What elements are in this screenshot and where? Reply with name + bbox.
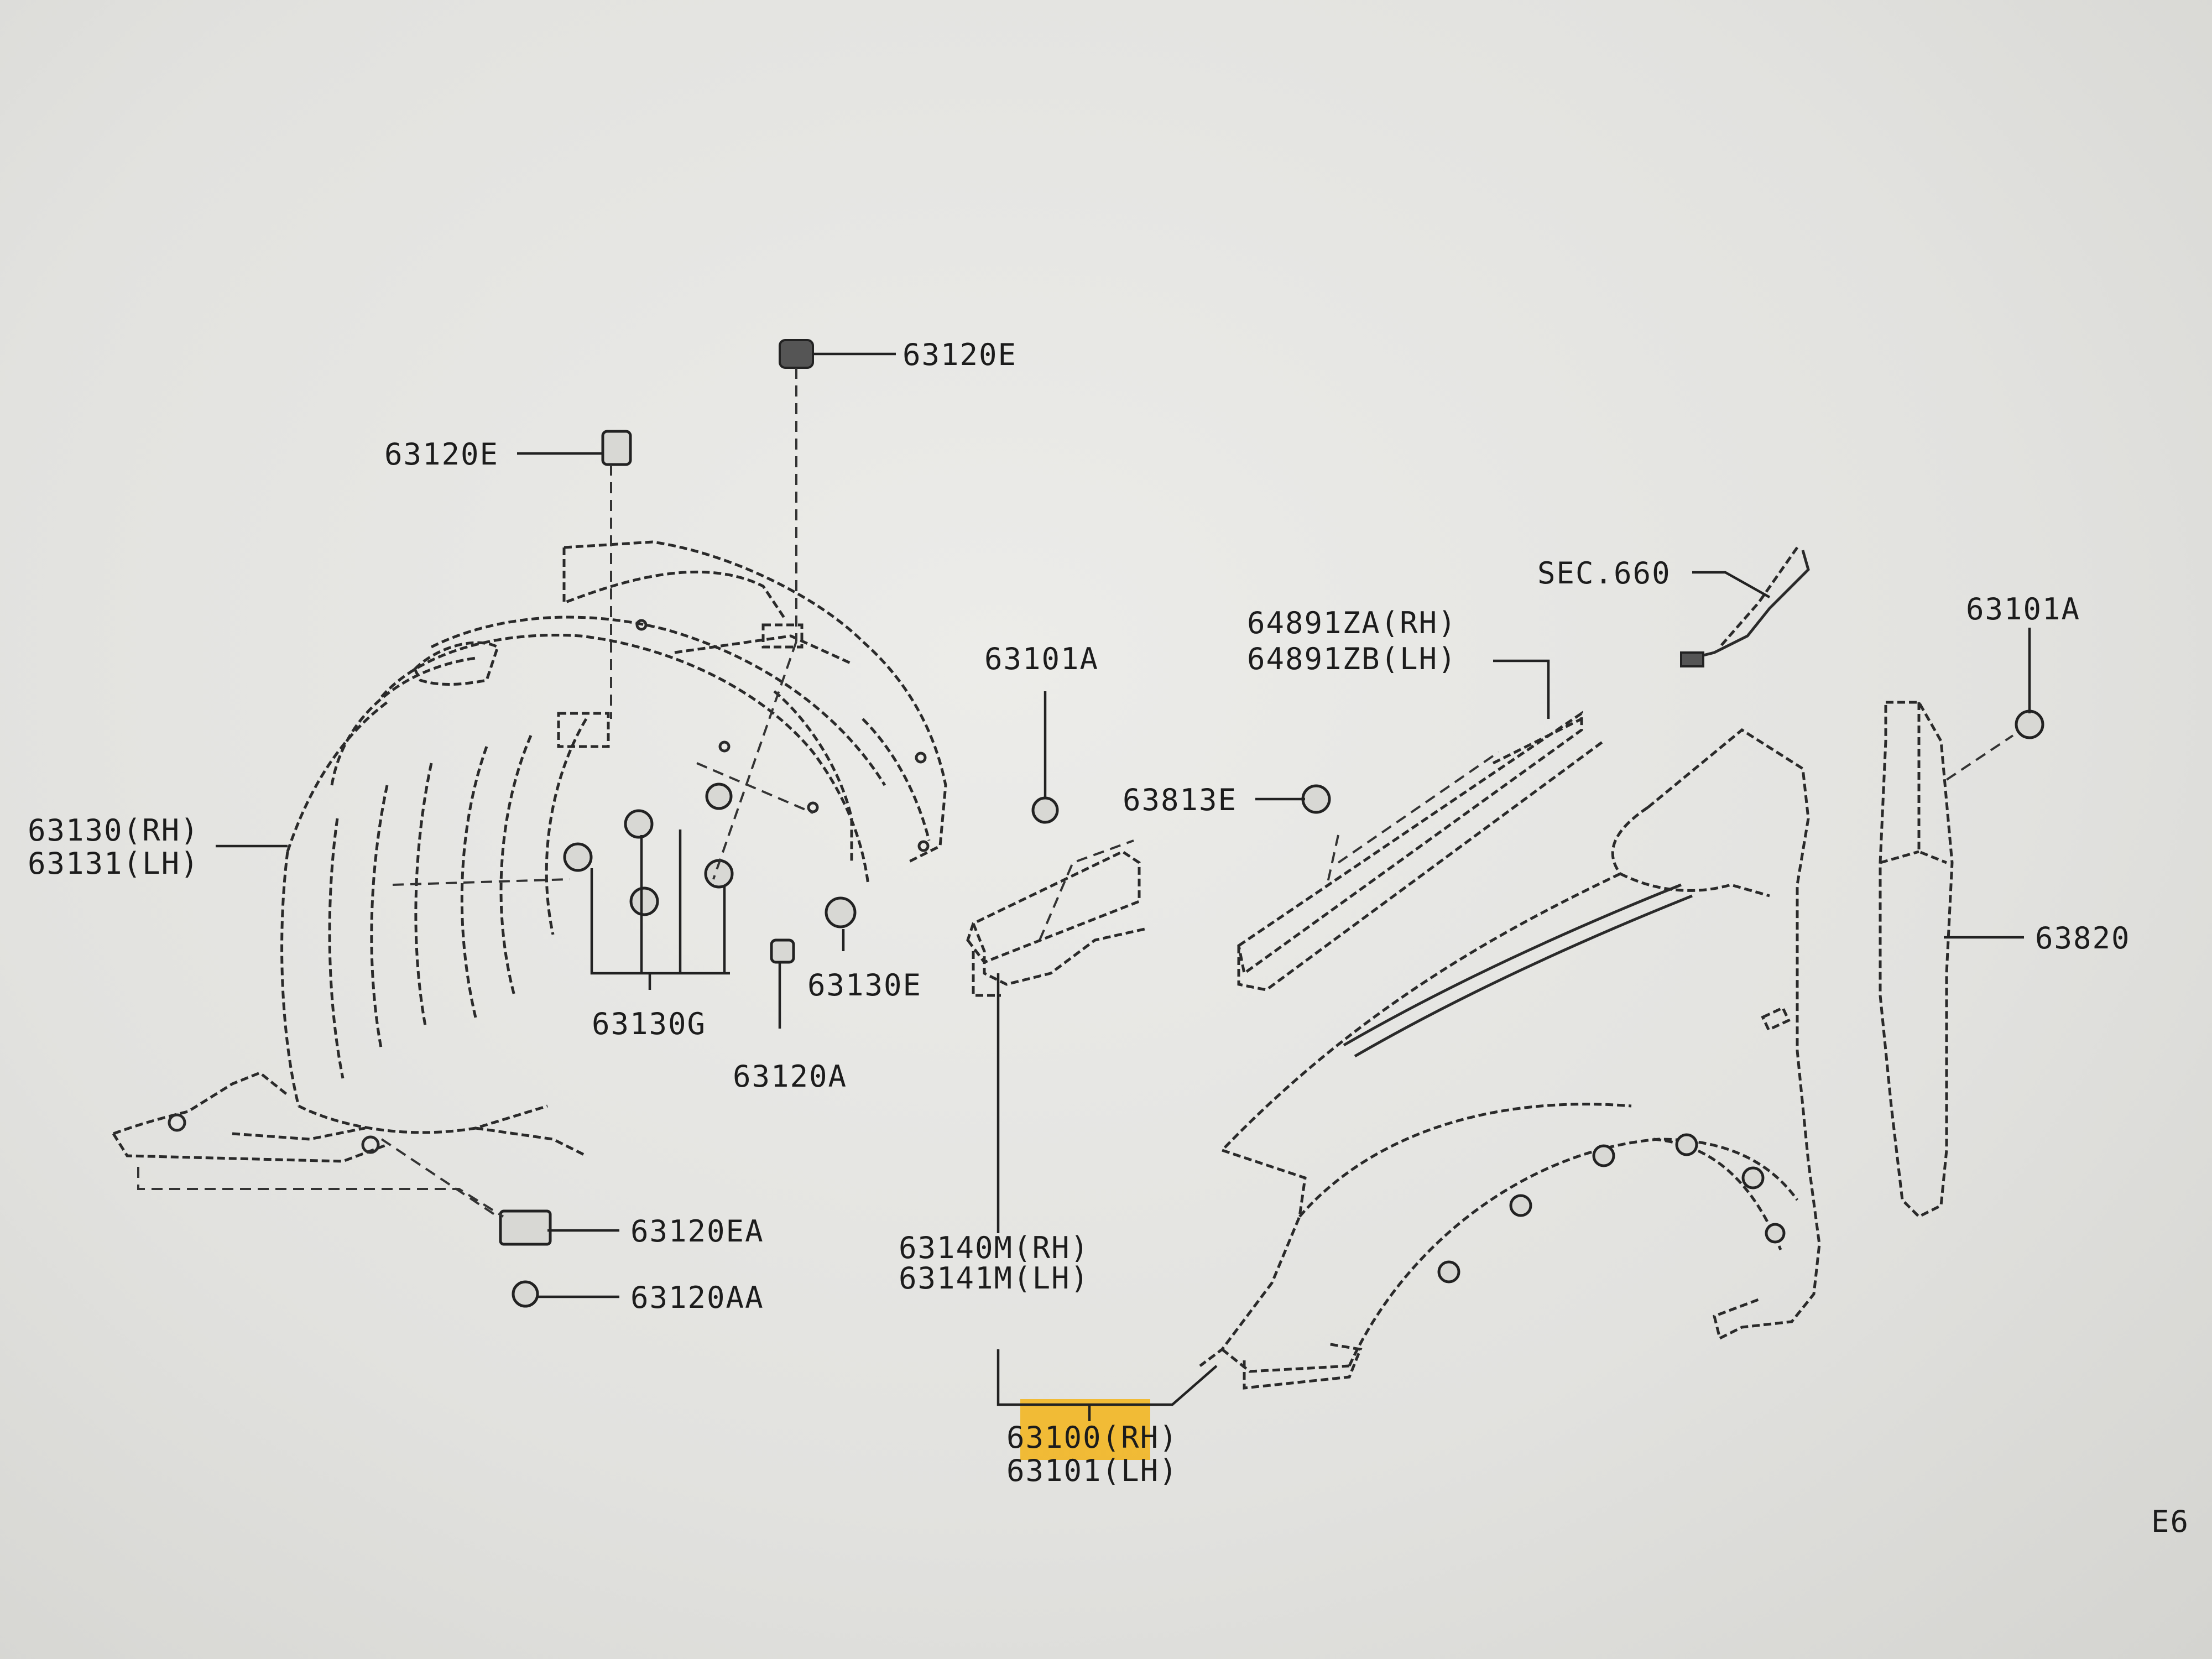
liner-clips	[499, 339, 857, 1308]
label-64891za-rh: 64891ZA(RH)	[1247, 606, 1457, 640]
label-63120e-left: 63120E	[384, 437, 499, 472]
label-64891zb-lh: 64891ZB(LH)	[1247, 641, 1457, 676]
clip-icon	[825, 896, 857, 928]
label-63140m-rh: 63140M(RH)	[899, 1230, 1089, 1265]
label-63101a-right: 63101A	[1966, 592, 2080, 627]
fender-panel-drawing	[1199, 728, 1821, 1390]
assembly-guides	[137, 368, 2014, 1218]
clip-icon	[1765, 1223, 1786, 1244]
clip-icon	[1675, 1133, 1698, 1156]
clip-icon	[705, 782, 733, 810]
clip-icon	[1509, 1194, 1532, 1217]
page-code: E6	[2151, 1504, 2189, 1539]
screw-icon	[770, 938, 795, 964]
clip-icon	[601, 430, 632, 466]
label-63141m-lh: 63141M(LH)	[899, 1261, 1089, 1296]
label-63813e: 63813E	[1123, 782, 1237, 817]
clip-icon	[1301, 784, 1331, 814]
label-63120e-top: 63120E	[902, 337, 1017, 372]
clip-icon	[1741, 1166, 1765, 1190]
nut-icon	[499, 1209, 552, 1246]
part-number-labels: 63120E 63120E 63130(RH) 63131(LH) 63130G…	[28, 337, 2189, 1539]
bolt-icon	[1031, 796, 1059, 824]
bracket-drawing	[966, 796, 1145, 997]
label-sec660: SEC.660	[1537, 556, 1671, 591]
clip-icon	[779, 339, 814, 369]
label-63820: 63820	[2035, 921, 2131, 956]
clip-icon	[624, 809, 654, 839]
label-63101a-mid: 63101A	[984, 641, 1099, 676]
label-63130g: 63130G	[592, 1006, 706, 1041]
label-63130-rh: 63130(RH)	[28, 813, 200, 848]
label-63100-rh: 63100(RH)	[1006, 1420, 1178, 1455]
screw-icon	[512, 1280, 539, 1308]
label-63120a: 63120A	[733, 1059, 847, 1094]
label-63120ea: 63120EA	[630, 1214, 764, 1249]
clip-icon	[629, 886, 659, 916]
clip-icon	[563, 842, 593, 872]
clip-icon	[1592, 1144, 1615, 1167]
clip-icon	[1437, 1260, 1460, 1284]
fender-liner-drawing	[112, 540, 947, 1163]
seal-63820-drawing	[1879, 701, 2044, 1219]
label-63101-lh: 63101(LH)	[1006, 1453, 1178, 1488]
label-63120aa: 63120AA	[630, 1280, 764, 1315]
label-63130e: 63130E	[807, 968, 922, 1003]
label-63131-lh: 63131(LH)	[28, 846, 200, 881]
leader-lines	[216, 352, 2031, 1421]
sec660-harness-drawing	[1680, 546, 1810, 667]
moulding-strip-drawing	[1237, 711, 1605, 992]
part-number-highlight	[1020, 1399, 1150, 1460]
connector-icon	[1680, 651, 1704, 667]
bolt-icon	[2015, 709, 2044, 739]
